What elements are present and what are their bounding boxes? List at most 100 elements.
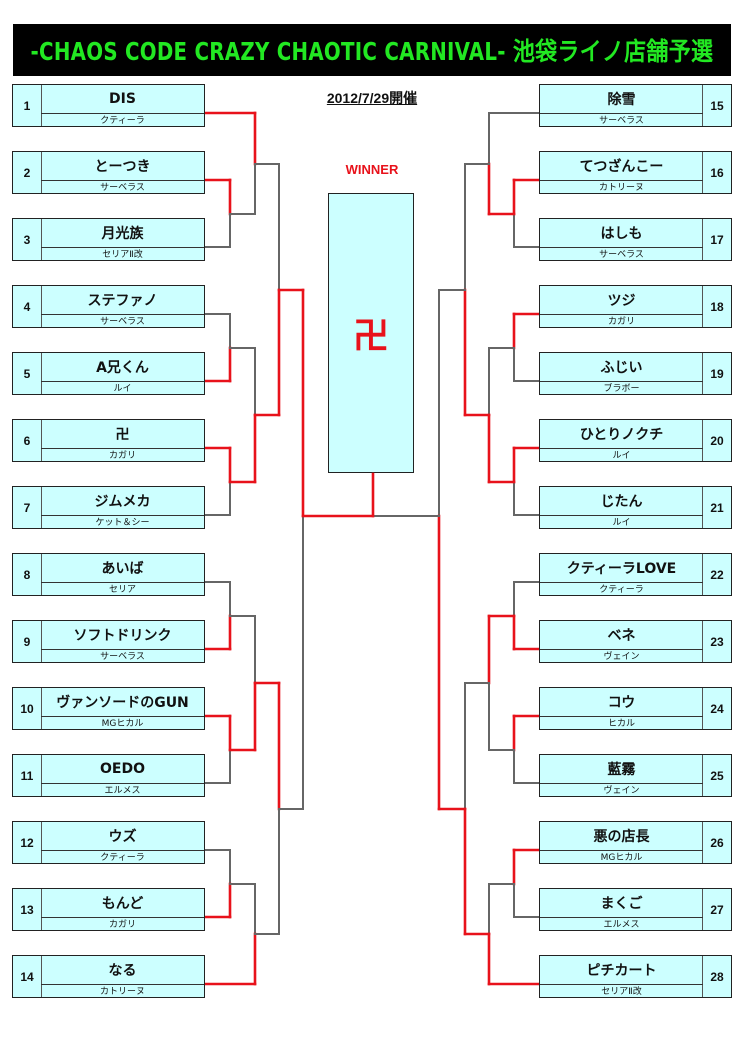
player-name: 除雪 [540,85,703,114]
character-name: カトリーヌ [598,183,644,193]
entry-main: あいばセリア [41,554,204,595]
seed-number: 17 [702,219,731,260]
player-name: もんど [41,889,204,918]
player-name: はしも [540,219,703,248]
character-name: ケット＆シー [95,518,150,528]
seed-number: 20 [702,420,731,461]
winner-label: WINNER [345,162,399,177]
entry-main: ウズクティーラ [41,822,204,863]
player-name: 月光族 [41,219,204,248]
entry-main: なるカトリーヌ [41,956,204,997]
player-name: DIS [41,85,204,114]
seed-number: 3 [13,219,42,260]
seed-number: 28 [702,956,731,997]
player-name: 藍霧 [540,755,703,784]
character-name: カガリ [607,317,635,327]
character-name: クティーラ [599,585,644,595]
seed-number: 11 [13,755,42,796]
entry-main: 卍カガリ [41,420,204,461]
player-name: 卍 [41,420,204,449]
entry-main: 藍霧ヴェイン [540,755,703,796]
entry-main: OEDO エルメス [41,755,204,796]
entry-main: ピチカートセリアⅡ改 [540,956,703,997]
character-name: クティーラ [100,853,145,863]
player-name: OEDO [41,755,204,784]
player-name: じたん [540,487,703,516]
entry-main: A兄くんルイ [41,353,204,394]
entry-main: 月光族セリアⅡ改 [41,219,204,260]
entry-main: まくごエルメス [540,889,703,930]
winner-name: 卍 [352,316,389,357]
seed-number: 19 [702,353,731,394]
character-name: ヒカル [607,719,635,729]
player-name: とーつき [41,152,204,181]
character-name: ヴェイン [603,786,640,796]
seed-number: 16 [702,152,731,193]
entry-main: はしもサーベラス [540,219,703,260]
entry-main: とーつきサーベラス [41,152,204,193]
seed-number: 6 [13,420,42,461]
seed-number: 18 [702,286,731,327]
character-name: ヴェイン [603,652,640,662]
seed-number: 21 [702,487,731,528]
winner-box: 卍 [328,193,414,473]
player-name: コウ [540,688,703,717]
seed-number: 23 [702,621,731,662]
player-name: クティーラLOVE [540,554,703,583]
entry-main: ヴァンソードのGUN MGヒカル [41,688,204,729]
player-name: ジムメカ [41,487,204,516]
seed-number: 25 [702,755,731,796]
entry-main: コウヒカル [540,688,703,729]
player-name: A兄くん [41,353,204,382]
player-name: ピチカート [540,956,703,985]
player-name: ステファノ [41,286,204,315]
title-banner: -CHAOS CODE CRAZY CHAOTIC CARNIVAL- 池袋ライ… [13,24,731,76]
character-name: ルイ [612,451,631,461]
tournament-title: -CHAOS CODE CRAZY CHAOTIC CARNIVAL- 池袋ライ… [30,37,714,66]
seed-number: 5 [13,353,42,394]
player-name: ベネ [540,621,703,650]
player-name: ソフトドリンク [41,621,204,650]
entry-main: てつざんこーカトリーヌ [540,152,703,193]
seed-number: 13 [13,889,42,930]
seed-number: 7 [13,487,42,528]
character-name: カガリ [108,451,136,461]
character-name: エルメス [603,920,640,930]
character-name: サーベラス [599,116,644,126]
character-name: セリアⅡ改 [601,987,642,997]
entry-main: クティーラLOVE クティーラ [540,554,703,595]
seed-number: 14 [13,956,42,997]
entry-main: じたんルイ [540,487,703,528]
entry-main: もんどカガリ [41,889,204,930]
entry-main: 除雪サーベラス [540,85,703,126]
character-name: MGヒカル [101,719,144,729]
character-name: カトリーヌ [99,987,145,997]
seed-number: 22 [702,554,731,595]
player-name: まくご [540,889,703,918]
entry-main: ステファノサーベラス [41,286,204,327]
player-name: ヴァンソードのGUN [41,688,204,717]
character-name: エルメス [104,786,141,796]
seed-number: 10 [13,688,42,729]
